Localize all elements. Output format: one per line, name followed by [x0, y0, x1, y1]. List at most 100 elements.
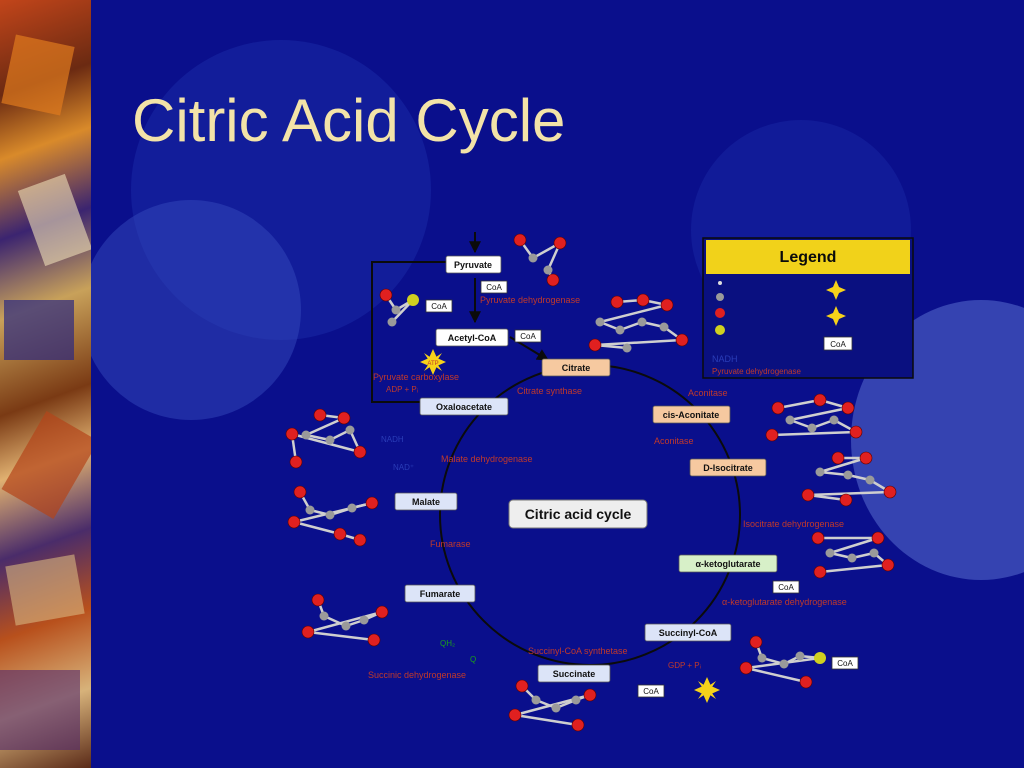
oxygen-atom — [513, 233, 527, 247]
oxygen-atom — [871, 531, 885, 545]
molecule-bond — [829, 536, 879, 555]
molecule-bond — [771, 430, 857, 437]
oxygen-atom — [515, 679, 529, 693]
oxygen-atom — [801, 488, 815, 502]
metabolite-acetyl-coa: Acetyl-CoA — [435, 328, 509, 347]
carbon-atom — [387, 317, 397, 327]
oxaloacetate-label: Oxaloacetate — [436, 402, 492, 412]
molecule-bond — [777, 398, 821, 410]
atp-label: ATP — [427, 361, 438, 367]
oxygen-atom — [849, 425, 863, 439]
metabolite-succinate: Succinate — [537, 664, 611, 683]
oxygen-atom — [508, 708, 522, 722]
metabolite-d-isocitrate: D-Isocitrate — [689, 458, 767, 477]
enzyme-akg-dehydrogenase: α-ketoglutarate dehydrogenase — [722, 597, 847, 607]
oxygen-atom — [353, 533, 367, 547]
oxygen-atom — [831, 451, 845, 465]
metabolite-fumarate: Fumarate — [404, 584, 476, 603]
metabolite-alpha-ketoglutarate: α-ketoglutarate — [678, 554, 778, 573]
oxygen-atom — [813, 565, 827, 579]
oxygen-atom — [293, 485, 307, 499]
oxygen-atom — [675, 333, 689, 347]
molecule-bond — [807, 490, 891, 497]
oxygen-atom — [289, 455, 303, 469]
oxygen-atom — [636, 293, 650, 307]
svg-text:CoA: CoA — [520, 332, 536, 341]
enzyme-aconitase-2: Aconitase — [654, 436, 694, 446]
legend-nadh: NADH — [712, 354, 738, 364]
acetyl-coa-label: Acetyl-CoA — [448, 333, 497, 343]
akg-molecule-icon — [811, 531, 895, 579]
carbon-atom — [341, 621, 351, 631]
svg-text:CoA: CoA — [837, 659, 853, 668]
enzyme-succinyl-coa-synthetase: Succinyl-CoA synthetase — [528, 646, 628, 656]
coa-badge: CoA — [772, 580, 800, 594]
carbon-atom — [815, 467, 825, 477]
oxygen-atom — [571, 718, 585, 732]
cofactor-adp-pi: ADP + Pᵢ — [386, 385, 418, 394]
carbon-atom — [843, 470, 853, 480]
oxygen-atom — [367, 633, 381, 647]
succinate-label: Succinate — [553, 669, 596, 679]
metabolite-pyruvate: Pyruvate — [445, 255, 502, 274]
svg-text:CoA: CoA — [486, 283, 502, 292]
oxygen-atom — [771, 401, 785, 415]
enzyme-aconitase-1: Aconitase — [688, 388, 728, 398]
oxygen-atom — [841, 401, 855, 415]
carbon-atom — [622, 343, 632, 353]
legend-enzyme: Pyruvate dehydrogenase — [712, 367, 802, 376]
oxygen-atom — [610, 295, 624, 309]
coa-badge: CoA — [480, 280, 508, 294]
legend: Legend CoA NADH Pyruvate dehydrogenase — [702, 237, 914, 379]
molecule-bond — [293, 520, 341, 536]
center-label: Citric acid cycle — [508, 499, 648, 529]
succinyl-molecule-icon — [739, 635, 826, 689]
molecule-bond — [594, 338, 683, 347]
gear-icon — [91, 200, 301, 420]
carbon-atom — [659, 322, 669, 332]
cofactor-qh2: QH₂ — [440, 639, 455, 648]
carbon-atom — [528, 253, 538, 263]
strip-tile — [0, 670, 80, 750]
oxygen-atom — [553, 236, 567, 250]
oxygen-atom — [365, 496, 379, 510]
citrate-molecule-icon — [588, 293, 689, 353]
center-label-text: Citric acid cycle — [525, 506, 632, 522]
carbon-atom — [319, 611, 329, 621]
coa-badge: CoA — [637, 684, 665, 698]
oxygen-atom — [749, 635, 763, 649]
cis-aconitate-molecule-icon — [765, 393, 863, 442]
coa-badge: CoA — [425, 299, 453, 313]
cofactor-gdp-pi: GDP + Pᵢ — [668, 661, 701, 670]
coa-badge: CoA — [514, 329, 542, 343]
oxaloacetate-molecule-icon — [285, 408, 367, 469]
oxygen-atom — [883, 485, 897, 499]
oxygen-atom — [765, 428, 779, 442]
svg-text:CoA: CoA — [778, 583, 794, 592]
carbon-atom — [757, 653, 767, 663]
oxygen-atom — [881, 558, 895, 572]
carbon-atom — [325, 435, 335, 445]
molecule-bond — [745, 666, 807, 684]
carbon-atom — [825, 548, 835, 558]
atp-star-icon — [694, 677, 720, 703]
carbon-atom — [865, 475, 875, 485]
oxygen-atom — [375, 605, 389, 619]
fumarate-label: Fumarate — [420, 589, 461, 599]
carbon-atom — [869, 548, 879, 558]
enzyme-citrate-synthase: Citrate synthase — [517, 386, 582, 396]
succinate-molecule-icon — [508, 679, 597, 732]
citrate-label: Citrate — [562, 363, 591, 373]
carbon-atom — [807, 423, 817, 433]
metabolite-cis-aconitate: cis-Aconitate — [652, 405, 731, 424]
oxygen-atom — [813, 393, 827, 407]
oxygen-atom — [739, 661, 753, 675]
enzyme-pyruvate-dehydrogenase: Pyruvate dehydrogenase — [480, 295, 580, 305]
carbon-atom — [301, 430, 311, 440]
oxygen-atom — [799, 675, 813, 689]
slide-title: Citric Acid Cycle — [132, 87, 566, 154]
coa-badge: CoA — [831, 656, 859, 670]
enzyme-pyruvate-carboxylase: Pyruvate carboxylase — [373, 372, 459, 382]
sulfur-atom — [814, 652, 826, 664]
svg-text:CoA: CoA — [643, 687, 659, 696]
